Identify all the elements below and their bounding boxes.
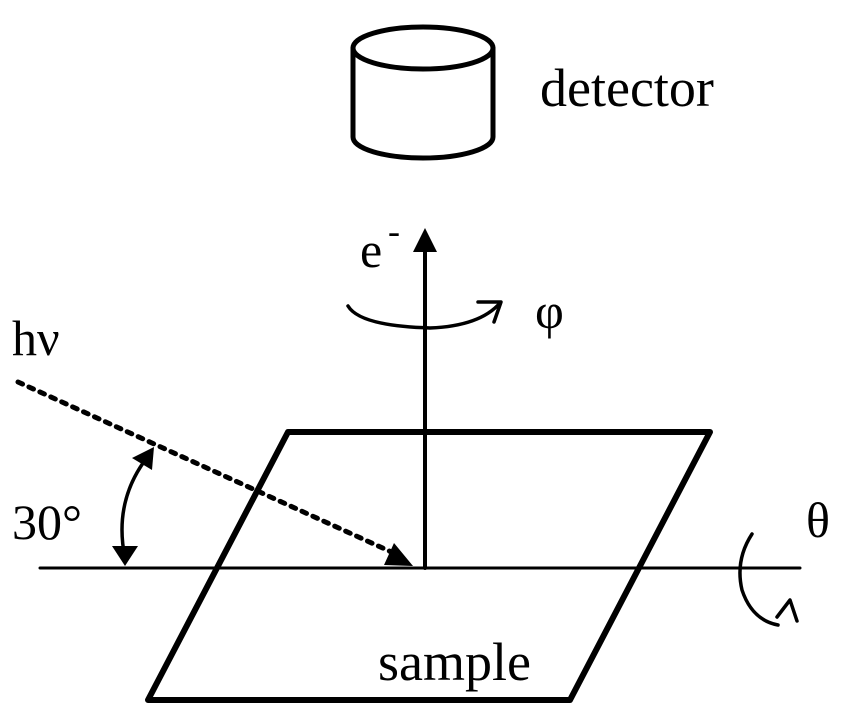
detector-label: detector [540,58,714,118]
phi-label: φ [535,283,564,339]
photon-beam [15,379,413,566]
angle-label: 30° [12,494,82,550]
electron-label: e [360,222,382,278]
detector-cylinder [350,24,496,161]
theta-rotation-arrow [738,532,799,627]
sample-plane [145,429,713,703]
angle-arc [112,447,154,566]
sample-label: sample [378,632,531,692]
electron-arrow [413,228,437,570]
phi-rotation-arrow [346,300,503,330]
electron-charge-label: - [388,211,400,251]
photon-label: hν [12,310,60,366]
theta-label: θ [806,492,830,548]
